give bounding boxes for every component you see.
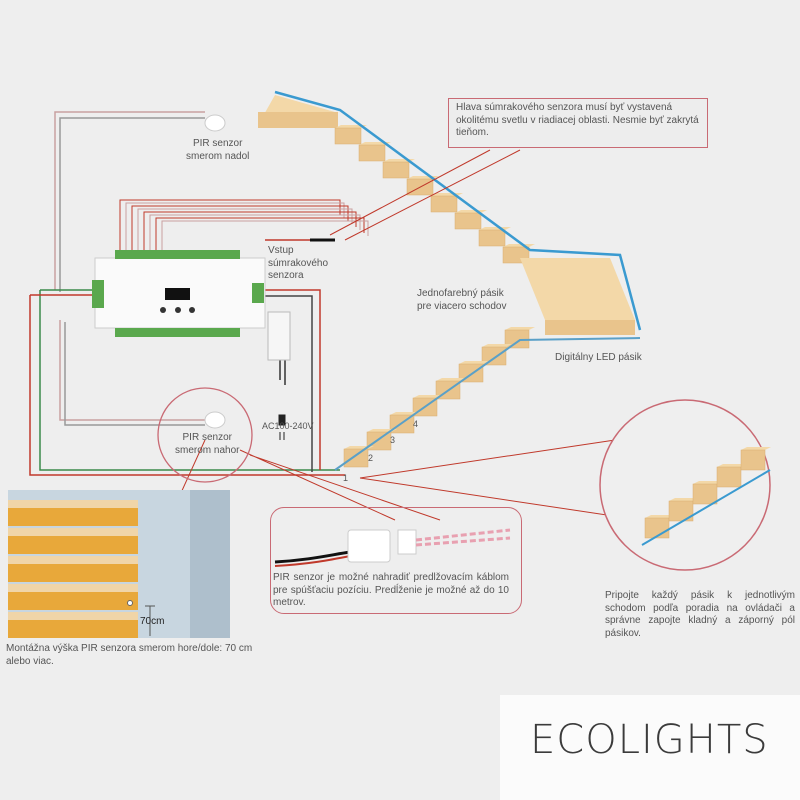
wall-stair-riser xyxy=(8,564,138,582)
middle-landing xyxy=(520,258,635,320)
wall-stair-riser xyxy=(8,620,138,638)
channel-wire xyxy=(125,202,345,250)
staircase xyxy=(258,90,642,471)
stair-tread xyxy=(335,125,367,128)
digital-led-strip xyxy=(274,90,642,331)
stair-riser xyxy=(358,144,386,162)
label-line: súmrakového xyxy=(268,257,329,269)
stair-tread xyxy=(436,378,466,381)
stair-tread xyxy=(717,464,747,467)
pir-sensor-down xyxy=(204,114,226,132)
dusk-sensor-note-box xyxy=(448,98,708,148)
stair-tread xyxy=(645,515,675,518)
channel-wire xyxy=(143,211,357,250)
middle-landing-riser xyxy=(545,320,635,335)
wall-stair-tread xyxy=(8,528,138,536)
stair-riser xyxy=(454,212,482,230)
stair-tread xyxy=(479,227,511,230)
wires xyxy=(29,111,369,476)
stair-riser xyxy=(716,466,742,488)
zoom-strip xyxy=(641,469,771,546)
stair-riser xyxy=(478,229,506,247)
channel-wire xyxy=(119,199,341,250)
stair-riser xyxy=(740,449,766,471)
pir-sensor-up xyxy=(204,411,226,429)
label-line: Jednofarebný pásik xyxy=(417,288,504,299)
channel-wire xyxy=(149,214,361,250)
stair-tread xyxy=(390,412,420,415)
wall-stair-tread xyxy=(8,556,138,564)
stair-tread xyxy=(741,447,771,450)
stair-tread xyxy=(413,395,443,398)
stair-tread xyxy=(503,244,535,247)
mounting-note: Montážna výška PIR senzora smerom hore/d… xyxy=(6,643,253,667)
wall-stair-riser xyxy=(8,508,138,526)
label-line: PIR senzor xyxy=(182,432,232,443)
stair-tread xyxy=(505,327,535,330)
stair-tread xyxy=(482,344,512,347)
dusk-sensor-note: Hlava súmrakového senzora musí byť vysta… xyxy=(456,102,699,138)
wall-stair-riser xyxy=(8,536,138,554)
stair-riser xyxy=(430,195,458,213)
wall-stair-tread xyxy=(8,500,138,508)
step-number-4: 4 xyxy=(413,419,419,429)
digital-strip-label: Digitálny LED pásik xyxy=(555,352,642,363)
label-line: senzora xyxy=(268,270,304,281)
extension-note-box xyxy=(270,507,522,614)
logo-text: ECOLIGHTS xyxy=(530,717,769,763)
stair-riser xyxy=(481,346,507,366)
stair-tread xyxy=(455,210,487,213)
extension-cable-illustration xyxy=(274,528,511,567)
stair-tread xyxy=(459,361,489,364)
channel-wire xyxy=(155,217,365,250)
zoom-detail-circle xyxy=(599,399,771,571)
stair-tread xyxy=(693,481,723,484)
channel-wire xyxy=(137,208,353,250)
power-label: AC100-240V xyxy=(262,421,314,431)
controller-board xyxy=(92,250,291,440)
top-landing-riser xyxy=(258,112,338,128)
mounting-illustration xyxy=(8,490,230,638)
stair-riser xyxy=(334,127,362,145)
channel-wire xyxy=(131,205,349,250)
stair-riser xyxy=(366,431,392,451)
wall-stair-riser xyxy=(8,592,138,610)
step-number-1: 1 xyxy=(343,473,349,483)
single-color-strip xyxy=(334,337,641,471)
extension-note: PIR senzor je možné nahradiť predlžovací… xyxy=(273,572,509,608)
label-line: smerom nadol xyxy=(186,150,250,162)
step-number-2: 2 xyxy=(368,453,374,463)
stair-tread xyxy=(669,498,699,501)
wall-stair-tread xyxy=(8,612,138,620)
stair-riser xyxy=(692,483,718,505)
stair-riser xyxy=(382,161,410,179)
step-number-3: 3 xyxy=(390,435,396,445)
wall-stair-tread xyxy=(8,584,138,592)
channel-wire xyxy=(161,220,369,250)
height-label: 70cm xyxy=(140,616,165,627)
connect-note: Pripojte každý pásik k jednotlivým schod… xyxy=(605,590,795,639)
label-line: Vstup xyxy=(268,245,294,256)
stair-riser xyxy=(644,517,670,539)
label-line: smerom nahor xyxy=(175,444,240,456)
ecolights-logo: ECOLIGHTS xyxy=(500,695,800,800)
stair-riser xyxy=(343,448,369,468)
label-line: pre viacero schodov xyxy=(417,300,507,312)
label-line: PIR senzor xyxy=(192,138,243,149)
